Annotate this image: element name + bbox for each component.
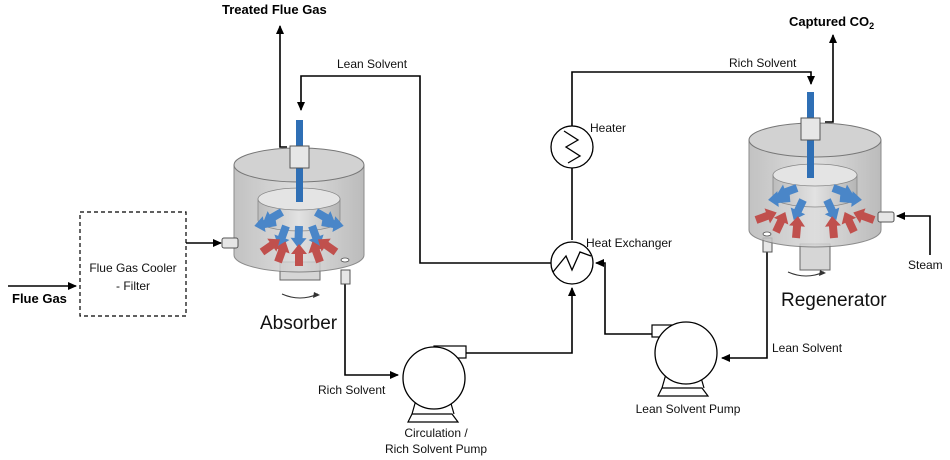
- label-lean-solvent-pump: Lean Solvent Pump: [636, 402, 741, 416]
- label-heat-exchanger: Heat Exchanger: [586, 236, 672, 250]
- label-rich-solvent-top: Rich Solvent: [729, 56, 797, 70]
- label-flue-gas: Flue Gas: [12, 291, 67, 306]
- flue-gas-cooler-filter: Flue Gas Cooler - Filter: [79, 211, 187, 317]
- rich-solvent-top-pipe: [571, 71, 815, 126]
- label-circulation-pump-line2: Rich Solvent Pump: [385, 442, 487, 456]
- heat-exchanger: [550, 241, 594, 285]
- label-captured-co2: Captured CO2: [789, 14, 874, 31]
- lean-solvent-return-pipe: [297, 75, 572, 264]
- regenerator-vessel: [748, 92, 895, 277]
- label-rich-solvent-bottom: Rich Solvent: [318, 383, 386, 397]
- label-circulation-pump-line1: Circulation /: [404, 426, 468, 440]
- label-regenerator: Regenerator: [781, 290, 887, 311]
- absorber-shaft-housing: [289, 145, 310, 169]
- regenerator-outlet-pipe: [721, 250, 768, 362]
- lean-pump-to-exchanger-pipe: [595, 259, 652, 335]
- circulation-pump: [402, 345, 467, 423]
- rich-solvent-outlet-pipe: [344, 283, 399, 379]
- label-absorber: Absorber: [260, 313, 338, 334]
- regenerator-shaft-housing: [800, 117, 821, 141]
- treated-gas-outlet-arrow: [276, 25, 287, 148]
- labels: Treated Flue Gas Captured CO2 Lean Solve…: [12, 2, 943, 456]
- pipes: [8, 25, 931, 379]
- regenerator-base: [799, 243, 831, 271]
- pump-to-exchanger-pipe: [465, 287, 576, 354]
- cooler-label-line2: - Filter: [116, 279, 150, 293]
- label-steam: Steam: [908, 258, 943, 272]
- label-lean-solvent-top: Lean Solvent: [337, 57, 408, 71]
- label-treated-flue-gas: Treated Flue Gas: [222, 2, 327, 17]
- co2-outlet-arrow: [825, 34, 837, 123]
- cooler-label-line1: Flue Gas Cooler: [89, 261, 176, 275]
- label-lean-solvent-right: Lean Solvent: [772, 341, 843, 355]
- steam-inlet-arrow: [896, 212, 931, 255]
- lean-solvent-pump: [651, 321, 718, 397]
- heater: [550, 125, 594, 169]
- label-heater: Heater: [590, 121, 626, 135]
- absorber-drain: [340, 269, 351, 285]
- regenerator-steam-nozzle: [877, 211, 895, 223]
- absorber-inlet-nozzle: [221, 237, 239, 249]
- absorber-vessel: [221, 120, 365, 299]
